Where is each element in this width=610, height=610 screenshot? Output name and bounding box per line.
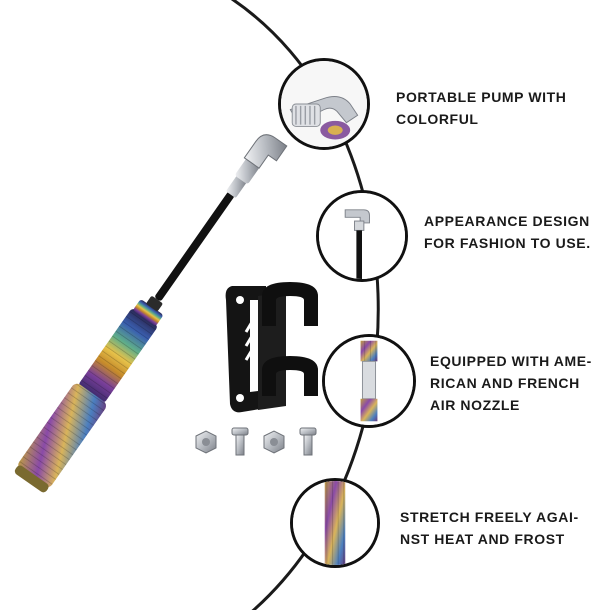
pump [14, 134, 288, 493]
feature-line: NST HEAT AND FROST [400, 531, 565, 547]
detail-circle-tube [322, 334, 416, 428]
detail-circle-hose [316, 190, 408, 282]
feature-line: FOR FASHION TO USE. [424, 235, 591, 251]
feature-text-4: STRETCH FREELY AGAI- NST HEAT AND FROST [400, 506, 579, 550]
feature-line: PORTABLE PUMP WITH [396, 89, 567, 105]
mounting-bracket [225, 282, 318, 413]
feature-line: EQUIPPED WITH AME- [430, 353, 592, 369]
feature-text-2: APPEARANCE DESIGN FOR FASHION TO USE. [424, 210, 591, 254]
feature-line: STRETCH FREELY AGAI- [400, 509, 579, 525]
feature-line: APPEARANCE DESIGN [424, 213, 590, 229]
detail-circle-nozzle-head [278, 58, 370, 150]
detail-circle-barrel [290, 478, 380, 568]
feature-text-3: EQUIPPED WITH AME- RICAN AND FRENCH AIR … [430, 350, 592, 416]
feature-line: RICAN AND FRENCH [430, 375, 580, 391]
feature-text-1: PORTABLE PUMP WITH COLORFUL [396, 86, 567, 130]
hardware-parts [195, 427, 317, 456]
feature-line: AIR NOZZLE [430, 397, 520, 413]
feature-line: COLORFUL [396, 111, 479, 127]
